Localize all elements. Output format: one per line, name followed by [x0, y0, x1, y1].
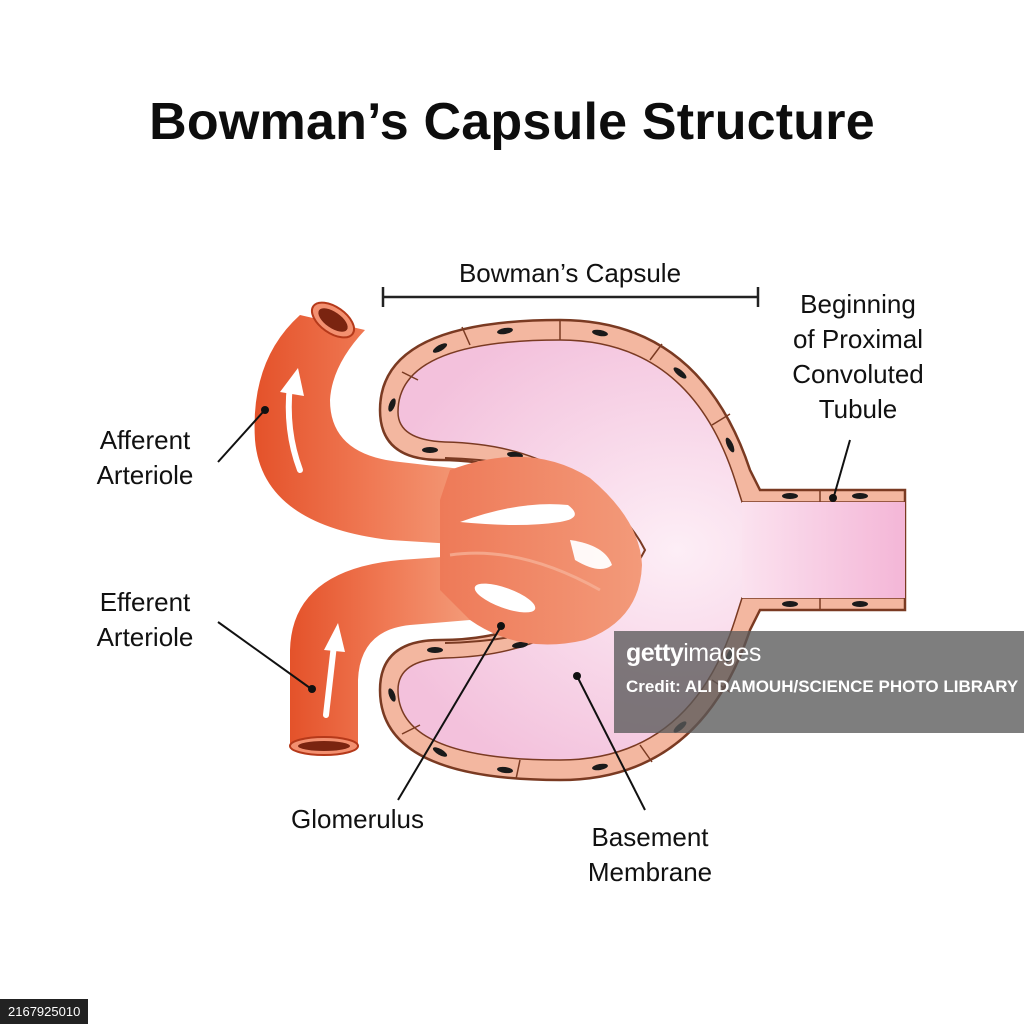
- label-efferent-arteriole: Efferent Arteriole: [70, 585, 220, 655]
- efferent-arteriole: [289, 555, 470, 756]
- leader-lines: [217, 406, 851, 811]
- flow-arrow-afferent-icon: [280, 368, 304, 473]
- leader-basement: [577, 677, 646, 811]
- capsule-bracket: [381, 287, 760, 307]
- label-efferent-line-1: Efferent: [99, 587, 191, 617]
- label-basement-line-2: Membrane: [587, 857, 713, 887]
- label-basement-membrane: Basement Membrane: [565, 820, 735, 890]
- leader-glomerulus: [397, 627, 501, 801]
- label-proximal-line-1: Beginning: [800, 289, 916, 319]
- label-proximal-tubule: Beginning of Proximal Convoluted Tubule: [768, 287, 948, 427]
- proximal-tubule: [742, 502, 905, 598]
- watermark-logo: gettyimages: [626, 639, 761, 668]
- label-proximal-line-3: Convoluted: [792, 359, 924, 389]
- leader-afferent: [217, 411, 264, 463]
- leader-efferent: [217, 621, 311, 689]
- watermark-credit: Credit: ALI DAMOUH/SCIENCE PHOTO LIBRARY: [626, 677, 1019, 696]
- label-afferent-arteriole: Afferent Arteriole: [70, 423, 220, 493]
- label-basement-line-1: Basement: [591, 822, 709, 852]
- label-glomerulus: Glomerulus: [291, 804, 424, 834]
- label-afferent-line-2: Arteriole: [96, 460, 194, 490]
- label-proximal-line-2: of Proximal: [792, 324, 924, 354]
- leader-tubule: [833, 439, 851, 497]
- afferent-arteriole: [254, 301, 470, 545]
- label-bowmans-capsule: Bowman’s Capsule: [458, 258, 682, 288]
- label-proximal-line-4: Tubule: [818, 394, 898, 424]
- label-efferent-line-2: Arteriole: [96, 622, 194, 652]
- page-title: Bowman’s Capsule Structure: [149, 93, 875, 151]
- label-afferent-line-1: Afferent: [99, 425, 191, 455]
- image-id-badge: 2167925010: [0, 999, 89, 1024]
- watermark-logo-light: images: [683, 639, 761, 667]
- watermark-logo-bold: getty: [626, 639, 684, 667]
- glomerulus: [440, 456, 642, 645]
- capsule-wall-cell-borders: [401, 320, 821, 780]
- watermark-banner: gettyimages Credit: ALI DAMOUH/SCIENCE P…: [614, 631, 1024, 733]
- flow-arrow-efferent-icon: [323, 623, 345, 718]
